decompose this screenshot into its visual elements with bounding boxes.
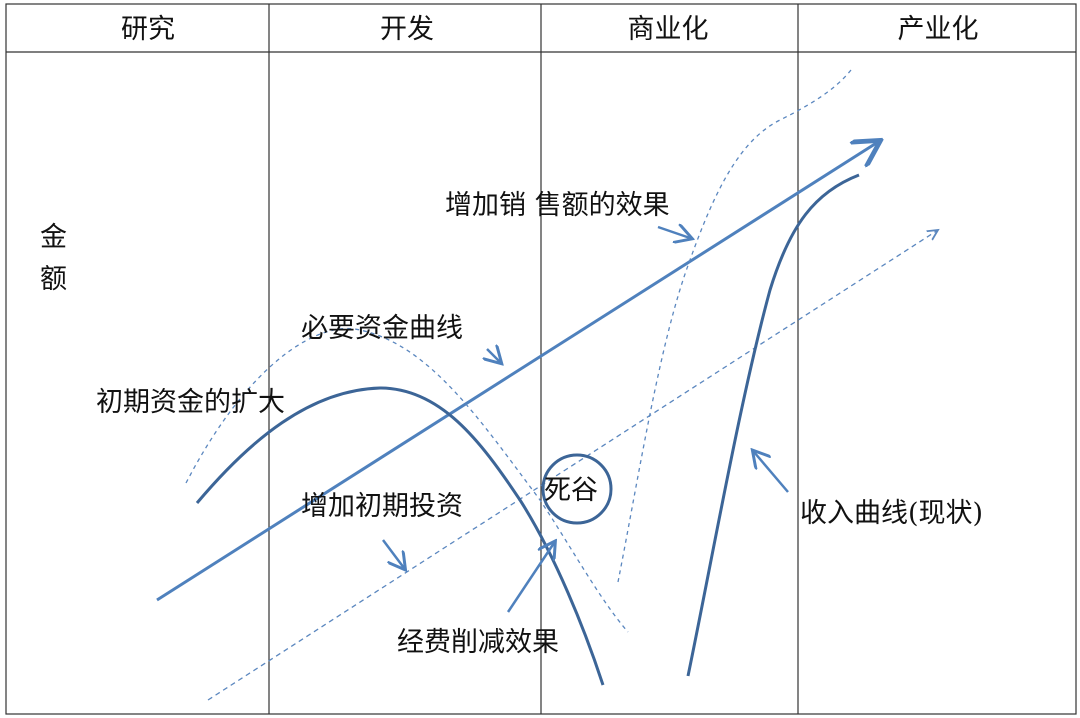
phase-industrialization: 产业化 xyxy=(898,14,979,45)
phase-development: 开发 xyxy=(380,14,434,45)
sales-effect-label: 增加销 售额的效果 xyxy=(445,190,670,221)
y-axis-label-char-1: 金 xyxy=(40,222,67,253)
initial-investment-pointer xyxy=(382,539,404,568)
death-valley-label: 死谷 xyxy=(544,475,598,506)
sales-growth-arrow xyxy=(156,142,878,602)
phase-research: 研究 xyxy=(121,14,175,45)
cost-reduction-effect-label: 经费削减效果 xyxy=(397,627,559,658)
increase-initial-investment-label: 增加初期投资 xyxy=(301,491,463,522)
cost-reduction-pointer xyxy=(506,543,554,613)
revenue-curve xyxy=(686,173,860,677)
initial-funds-expansion-label: 初期资金的扩大 xyxy=(96,387,285,418)
investment-dashed-arrow xyxy=(207,230,938,701)
required-funds-dashed-curve xyxy=(185,327,629,633)
revenue-curve-pointer xyxy=(754,452,789,493)
phase-commercialization: 商业化 xyxy=(628,14,709,45)
required-funds-pointer xyxy=(487,349,500,362)
phase-grid xyxy=(5,3,1077,715)
revenue-curve-label: 收入曲线(现状) xyxy=(800,498,983,529)
y-axis-label-char-2: 额 xyxy=(40,264,67,295)
required-funds-curve-label: 必要资金曲线 xyxy=(301,313,463,344)
sales-effect-pointer xyxy=(657,227,690,238)
funding-curve xyxy=(195,386,605,686)
death-valley-circle xyxy=(541,453,613,525)
